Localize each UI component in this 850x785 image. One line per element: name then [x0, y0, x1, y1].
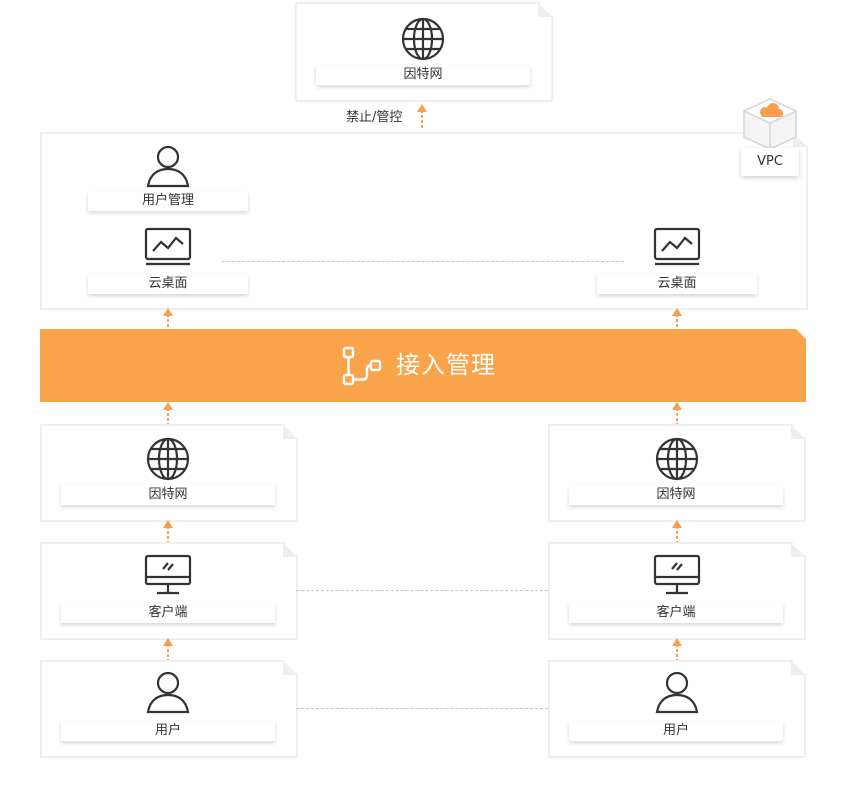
desktop-right-label: 云桌面: [597, 274, 757, 294]
user-connector: [296, 708, 548, 709]
internet-top-label: 因特网: [316, 65, 530, 85]
arrow-right-user-to-client: [672, 638, 682, 660]
globe-icon: [146, 437, 190, 481]
access-management-label: 接入管理: [396, 351, 496, 379]
arrow-right-client-to-internet: [672, 520, 682, 542]
left-user-card: [40, 660, 298, 758]
right-internet-label: 因特网: [569, 485, 783, 505]
desktop-left-label: 云桌面: [88, 274, 248, 294]
globe-icon: [401, 17, 445, 61]
right-user-card: [548, 660, 806, 758]
right-user-label: 用户: [569, 721, 783, 741]
monitor-icon: [144, 554, 192, 595]
user-icon: [655, 671, 699, 714]
arrow-left-client-to-internet: [163, 520, 173, 542]
desktop-connector: [222, 261, 624, 262]
user-icon: [146, 671, 190, 714]
vpc-label: VPC: [741, 148, 799, 176]
cloud-desktop-icon: [144, 227, 192, 266]
cloud-cube-icon: [742, 98, 798, 150]
control-arrow: [417, 104, 427, 130]
globe-icon: [655, 437, 699, 481]
left-user-label: 用户: [61, 721, 275, 741]
access-management-banner: [40, 329, 806, 402]
monitor-icon: [653, 554, 701, 595]
arrow-to-desktop-right: [672, 308, 682, 330]
user-icon: [146, 145, 190, 188]
access-flow-icon: [342, 346, 382, 386]
right-client-label: 客户端: [569, 603, 783, 623]
cloud-desktop-icon: [653, 227, 701, 266]
arrow-to-banner-right: [672, 402, 682, 424]
arrow-left-user-to-client: [163, 638, 173, 660]
client-connector: [296, 590, 548, 591]
arrow-to-desktop-left: [163, 308, 173, 330]
left-internet-label: 因特网: [61, 485, 275, 505]
arrow-to-banner-left: [163, 402, 173, 424]
user-mgmt-label: 用户管理: [88, 191, 248, 211]
left-client-label: 客户端: [61, 603, 275, 623]
control-label: 禁止/管控: [346, 110, 403, 125]
